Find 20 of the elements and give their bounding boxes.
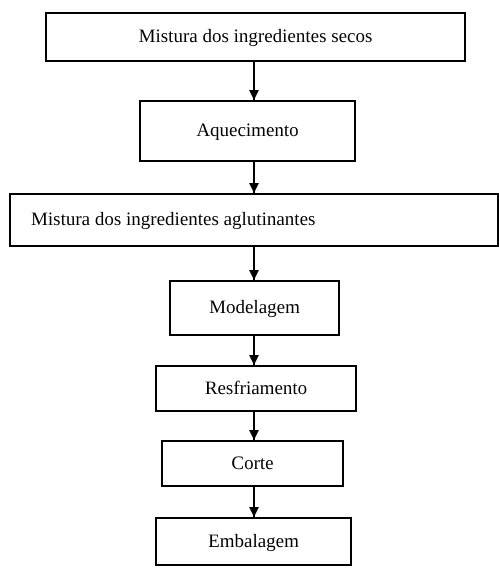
process-box — [155, 365, 357, 412]
step-label: Modelagem — [209, 297, 300, 319]
process-box — [155, 517, 352, 566]
process-box — [45, 12, 466, 62]
process-box — [139, 100, 356, 162]
process-box — [161, 440, 344, 487]
arrow — [249, 162, 259, 193]
step-label: Aquecimento — [196, 120, 299, 142]
arrow — [249, 487, 259, 517]
process-box — [169, 280, 340, 336]
arrow — [249, 412, 259, 440]
step-label: Mistura dos ingredientes aglutinantes — [31, 209, 316, 231]
step-label: Embalagem — [208, 530, 299, 552]
arrow — [249, 247, 259, 280]
step-label: Mistura dos ingredientes secos — [138, 26, 372, 48]
step-label: Corte — [231, 452, 274, 474]
arrow — [249, 62, 259, 100]
step-label: Resfriamento — [204, 378, 308, 400]
arrow — [249, 336, 259, 365]
process-box — [9, 193, 499, 247]
